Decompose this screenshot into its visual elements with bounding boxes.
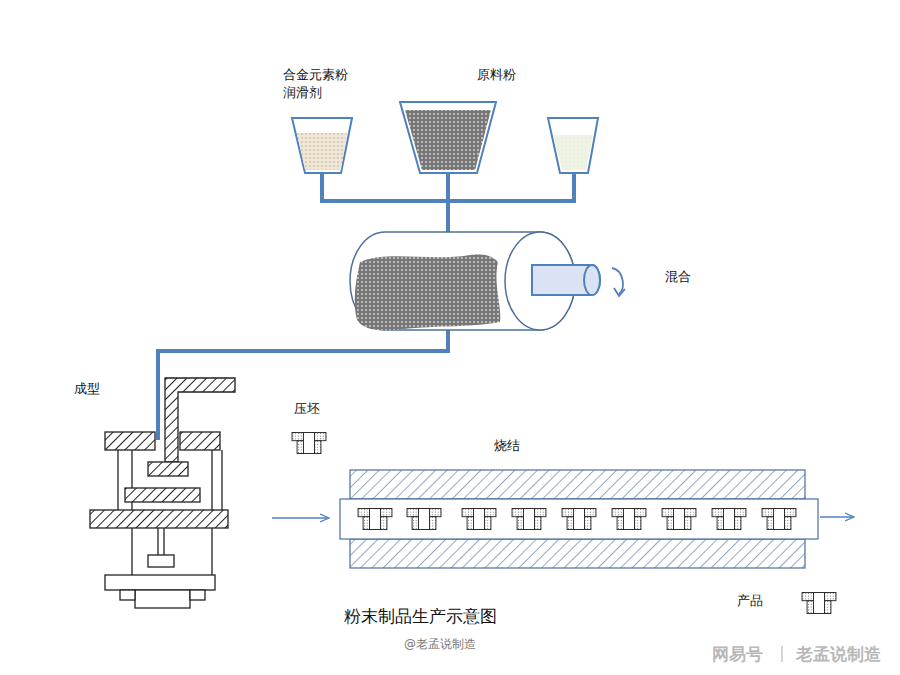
sintering-furnace [340,470,818,568]
green-compact [292,432,326,453]
material-label: 原料粉 [477,66,516,84]
figure-caption: 粉末制品生产示意图 [344,605,497,628]
compacting-press [90,378,235,608]
author-note: @老孟说制造 [404,636,476,652]
watermark-separator [781,646,783,662]
mixer-drum [350,232,625,331]
step-label: 成型 [74,380,100,398]
step-label: 烧结 [494,437,520,455]
flow-arrow [820,516,853,517]
flow-arrow [272,517,328,518]
hoppers [292,102,598,173]
feed-pipes [158,173,574,440]
finished-product [802,592,836,613]
step-label: 混合 [665,268,691,286]
step-label: 产品 [737,592,763,610]
watermark: 网易号 [712,643,763,666]
material-label: 合金元素粉 润滑剂 [283,66,356,101]
step-label: 压坯 [294,400,320,418]
watermark: 老孟说制造 [796,643,881,666]
